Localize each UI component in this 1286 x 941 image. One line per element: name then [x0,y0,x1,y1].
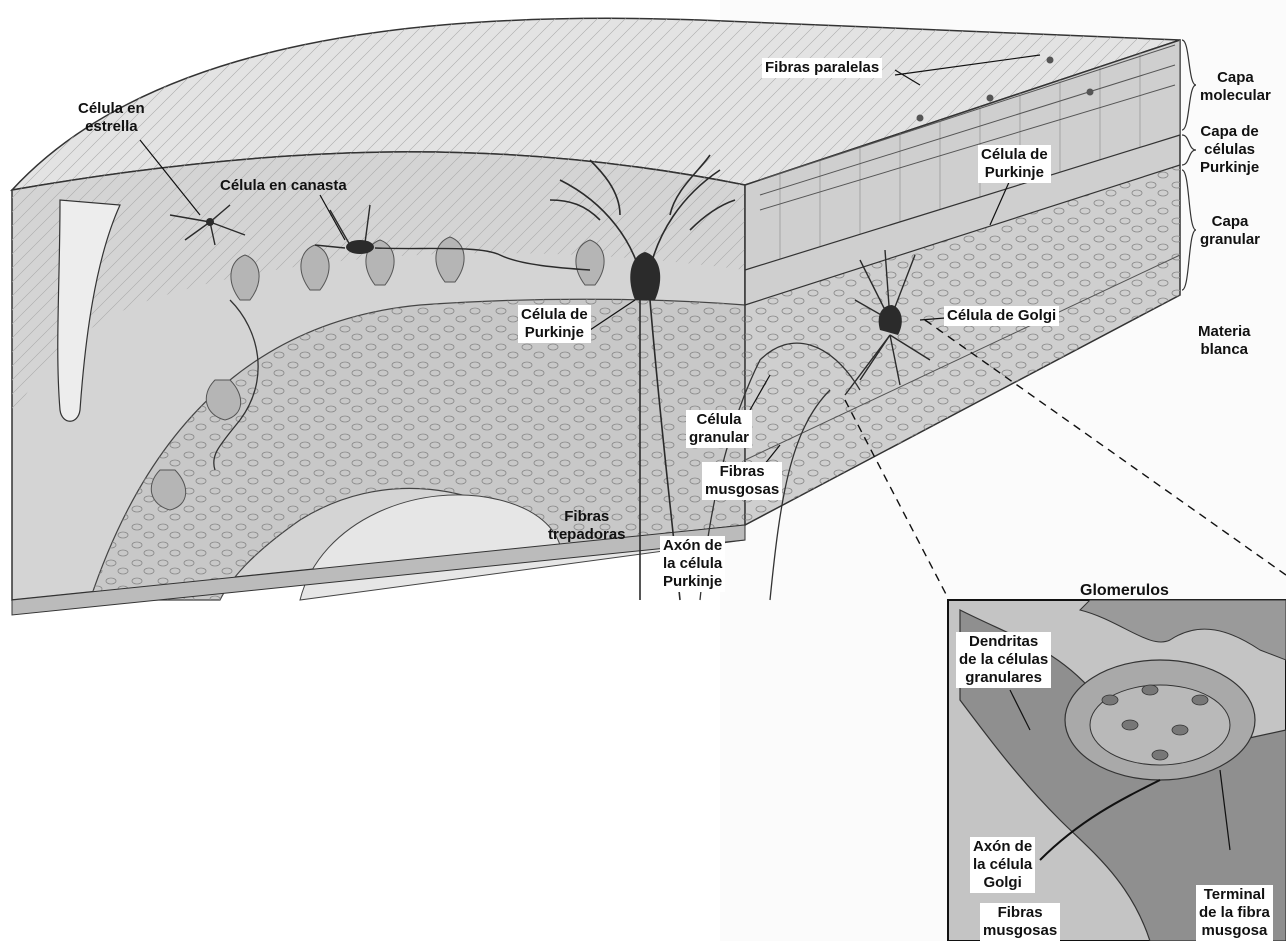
basket-cell-soma [346,240,374,254]
stellate-cell-soma [206,218,214,226]
label-celula-canasta: Célula en canasta [220,177,347,195]
label-celula-golgi: Célula de Golgi [944,306,1059,326]
label-glomerulos: Glomerulos [1080,582,1169,600]
label-fibras-paralelas: Fibras paralelas [762,58,882,78]
